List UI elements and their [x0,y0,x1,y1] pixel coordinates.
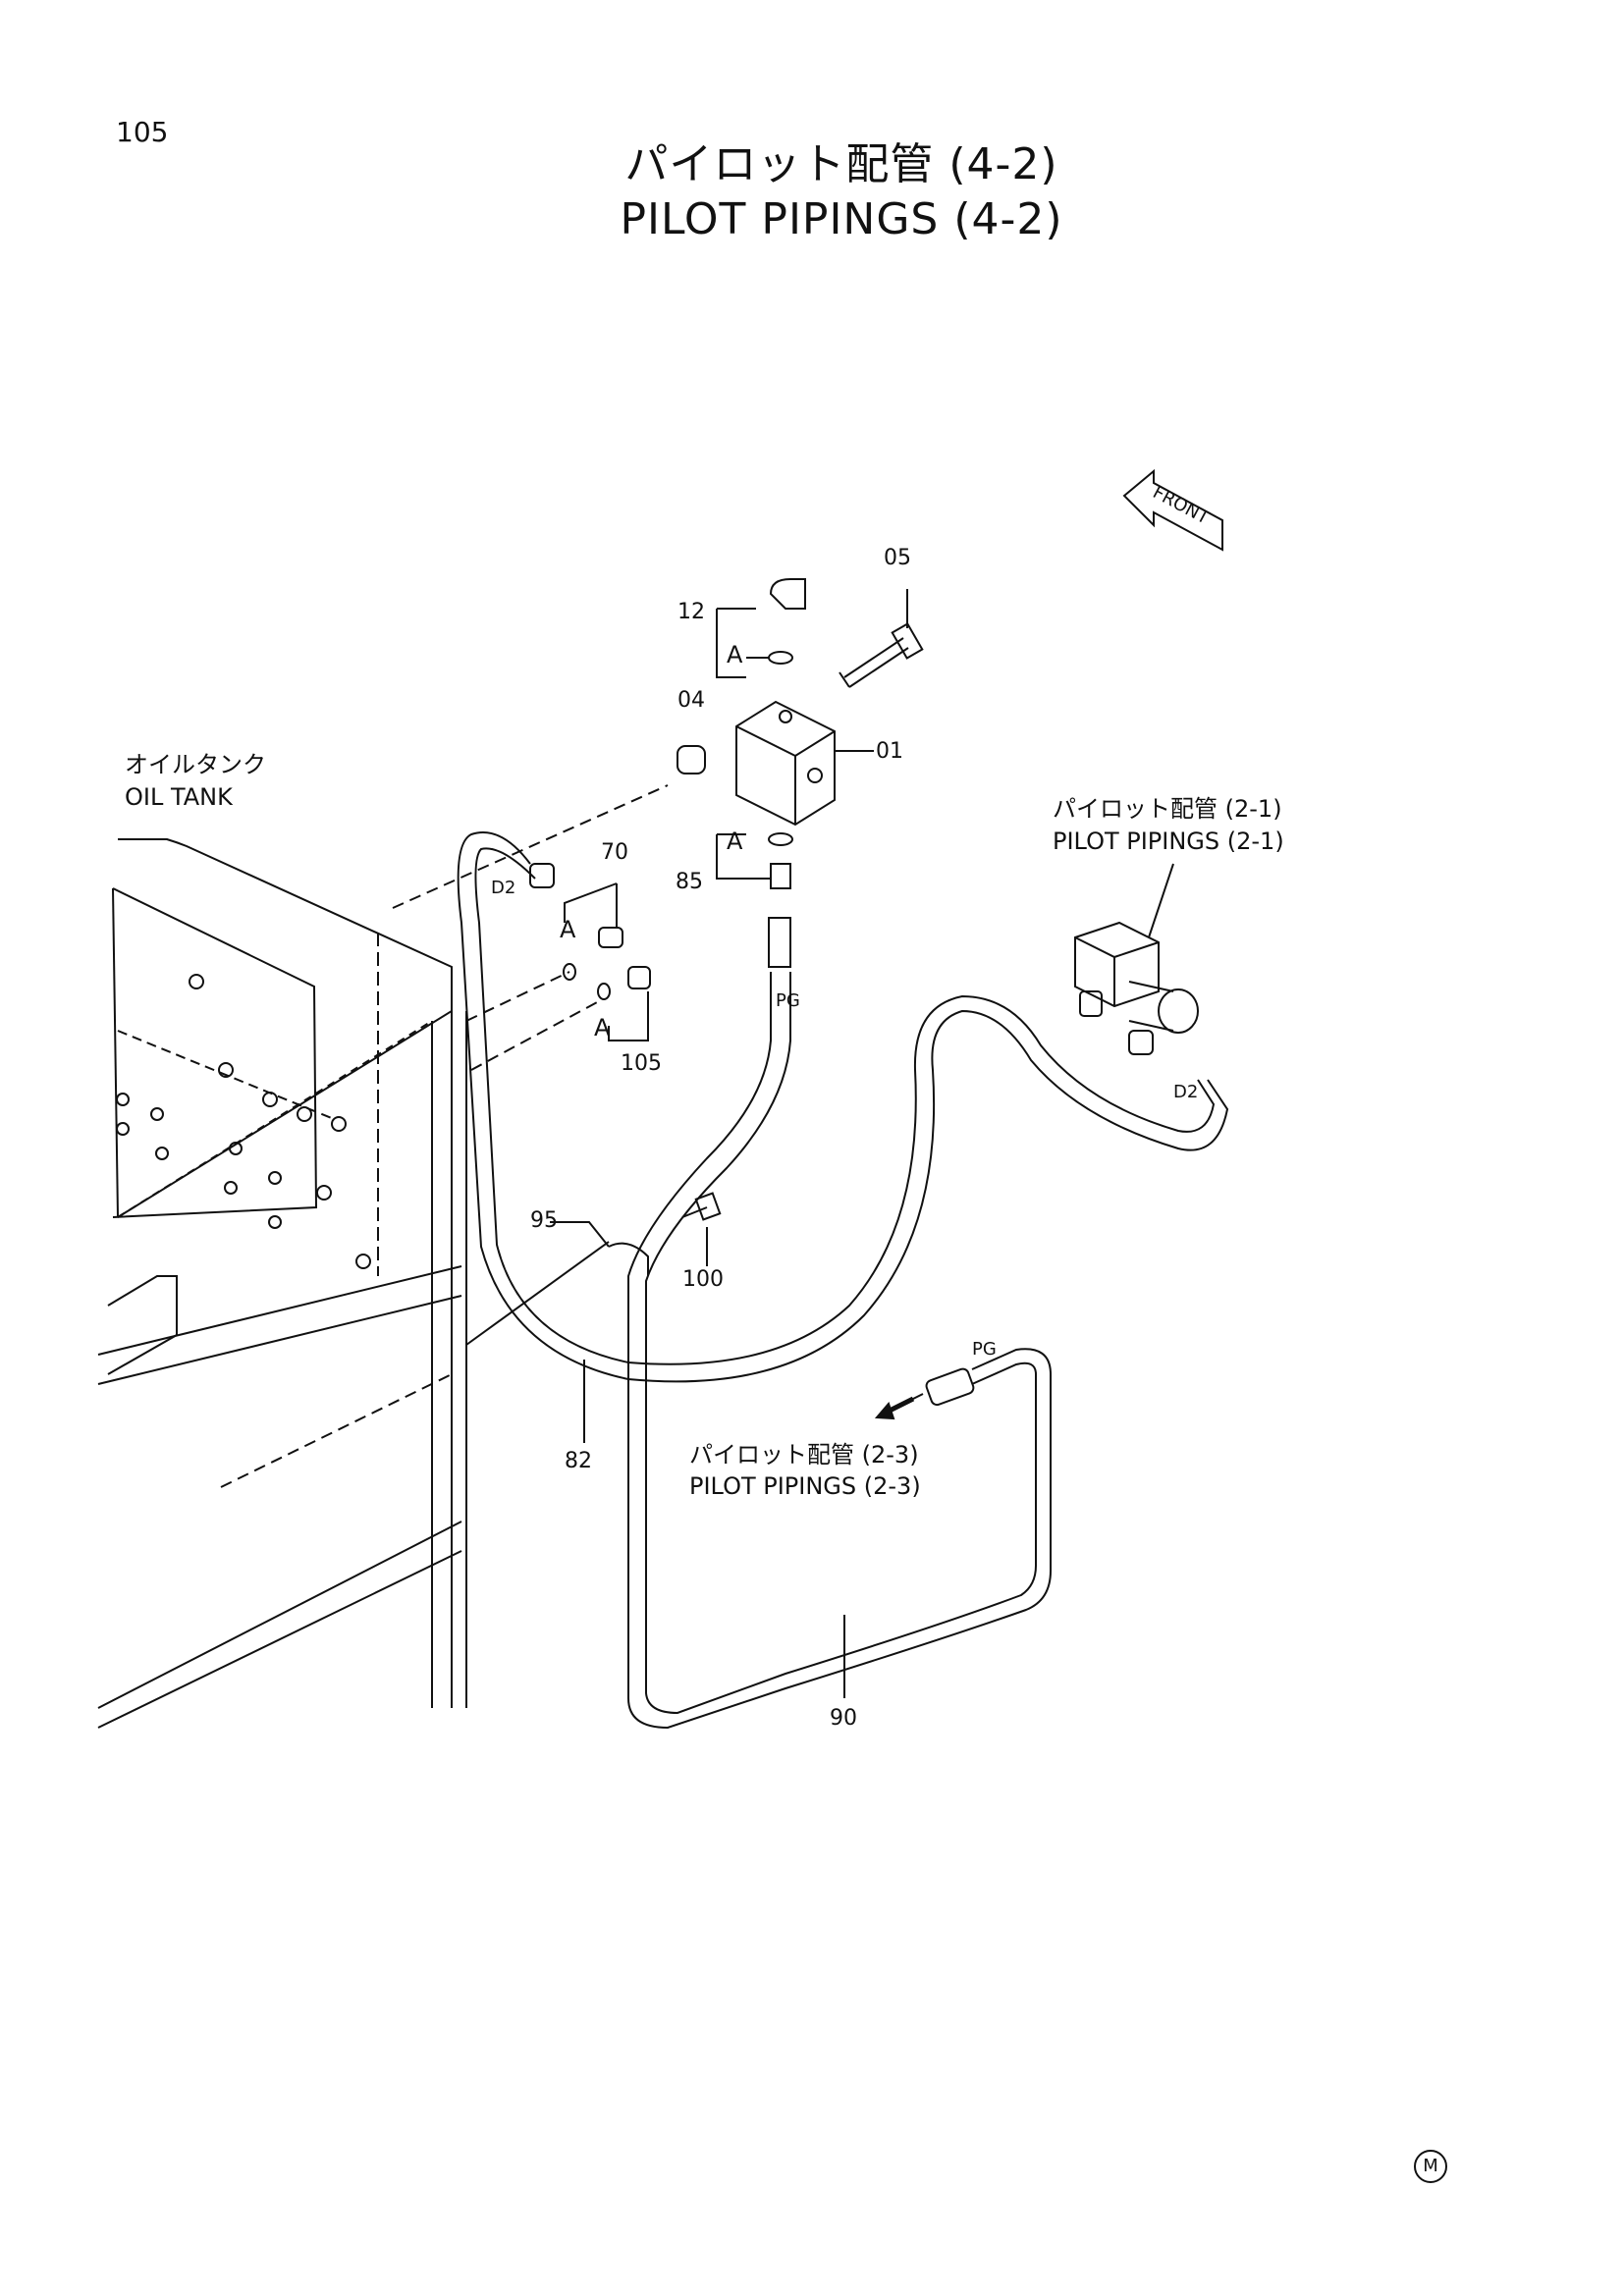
part-90-label: 90 [830,1706,857,1731]
port-d2-label: D2 [491,878,515,898]
reference-2-3-jp: パイロット配管 (2-3) [689,1441,919,1468]
part-labels: 05 12 04 01 85 70 105 95 100 82 90 A A A… [125,482,1284,1731]
oil-tank-drawing [97,468,1229,1730]
port-a-label: A [727,828,743,855]
reference-2-1-en: PILOT PIPINGS (2-1) [1053,828,1284,855]
page-title: パイロット配管 (4-2) PILOT PIPINGS (4-2) [0,137,1624,247]
part-70-label: 70 [601,840,628,865]
part-05-label: 05 [884,546,911,570]
port-pg-label: PG [972,1339,997,1360]
title-japanese: パイロット配管 (4-2) [624,139,1058,189]
part-100-label: 100 [682,1267,724,1292]
part-12-label: 12 [677,600,705,624]
reference-2-3-en: PILOT PIPINGS (2-3) [689,1472,921,1500]
port-a-label: A [560,916,576,943]
part-85-label: 85 [676,870,703,894]
part-04-label: 04 [677,688,705,713]
part-01-label: 01 [876,739,903,764]
part-95-label: 95 [530,1208,558,1233]
front-arrow-label: FRONT [1150,482,1214,529]
page-number: 105 [116,116,169,148]
port-a-label: A [594,1014,611,1041]
part-105-label: 105 [621,1051,662,1076]
port-d2-label: D2 [1173,1082,1198,1102]
title-english: PILOT PIPINGS (4-2) [620,194,1063,244]
part-82-label: 82 [565,1449,592,1473]
oil-tank-label-jp: オイルタンク [125,751,266,778]
oil-tank-label-en: OIL TANK [125,783,234,811]
port-a-label: A [727,641,743,668]
port-pg-label: PG [776,990,800,1011]
corner-mark: M [1414,2150,1447,2183]
reference-2-1-jp: パイロット配管 (2-1) [1053,795,1282,823]
